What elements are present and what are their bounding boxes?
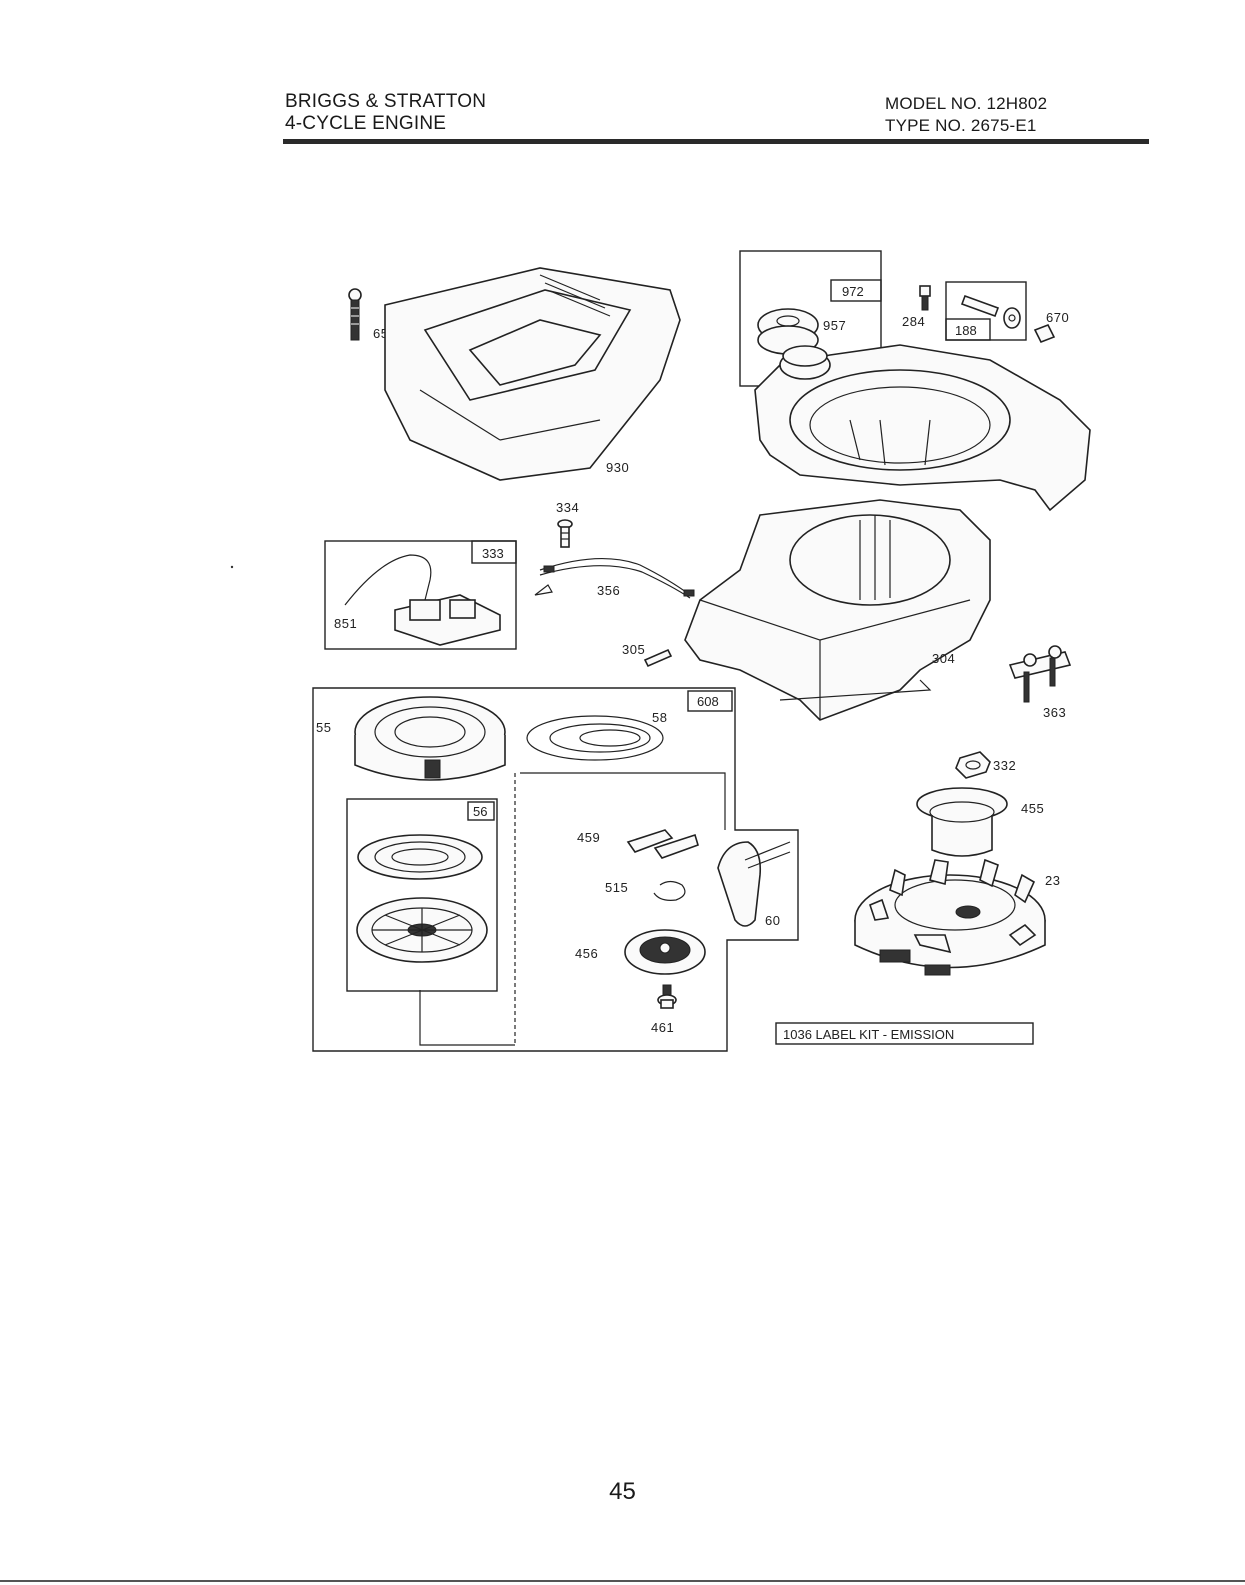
label-60: 60 [765,913,780,928]
label-363: 363 [1043,705,1066,720]
starter-cup-456-icon [625,930,705,974]
pawl-459-icon [628,830,698,858]
screw-461-icon [658,985,676,1008]
starter-housing-55-icon [355,697,505,780]
label-461: 461 [651,1020,674,1035]
label-58: 58 [652,710,667,725]
bolt-65-icon [349,289,361,340]
bracket-363-icon [1010,646,1070,702]
label-284: 284 [902,314,925,329]
label-670: 670 [1046,310,1069,325]
label-334: 334 [556,500,579,515]
screw-284-icon [920,286,930,310]
rewind-spring-56-icon [358,835,482,879]
label-304: 304 [932,651,955,666]
starter-rope-58-icon [527,716,663,760]
blower-housing-304-icon [685,500,990,720]
label-851: 851 [334,616,357,631]
group-line-bottom [420,990,515,1045]
stray-mark [231,566,233,568]
label-455: 455 [1021,801,1044,816]
label-608: 608 [697,694,719,709]
label-356: 356 [597,583,620,598]
label-456: 456 [575,946,598,961]
screw-305-icon [645,650,671,666]
screw-334-icon [558,520,572,547]
retainer-515-icon [654,882,685,901]
clutch-cup-455-icon [917,788,1007,856]
label-972: 972 [842,284,864,299]
page-edge-line [0,1580,1245,1582]
label-23: 23 [1045,873,1060,888]
page-number: 45 [0,1478,1245,1506]
nut-332-icon [956,752,990,778]
label-515: 515 [605,880,628,895]
label-56: 56 [473,804,487,819]
label-55: 55 [316,720,331,735]
pulley-icon [357,898,487,962]
label-305: 305 [622,642,645,657]
blower-cover-930-icon [385,268,680,480]
label-188: 188 [955,323,977,338]
label-930: 930 [606,460,629,475]
label-333: 333 [482,546,504,561]
part-670-icon [1035,325,1054,342]
ignition-coil-851-icon [345,555,500,645]
fuel-tank-icon [755,345,1090,510]
label-957: 957 [823,318,846,333]
label-332: 332 [993,758,1016,773]
label-kit-text: 1036 LABEL KIT - EMISSION [783,1027,954,1042]
flywheel-23-icon [855,860,1045,975]
group-line [520,773,725,830]
label-459: 459 [577,830,600,845]
